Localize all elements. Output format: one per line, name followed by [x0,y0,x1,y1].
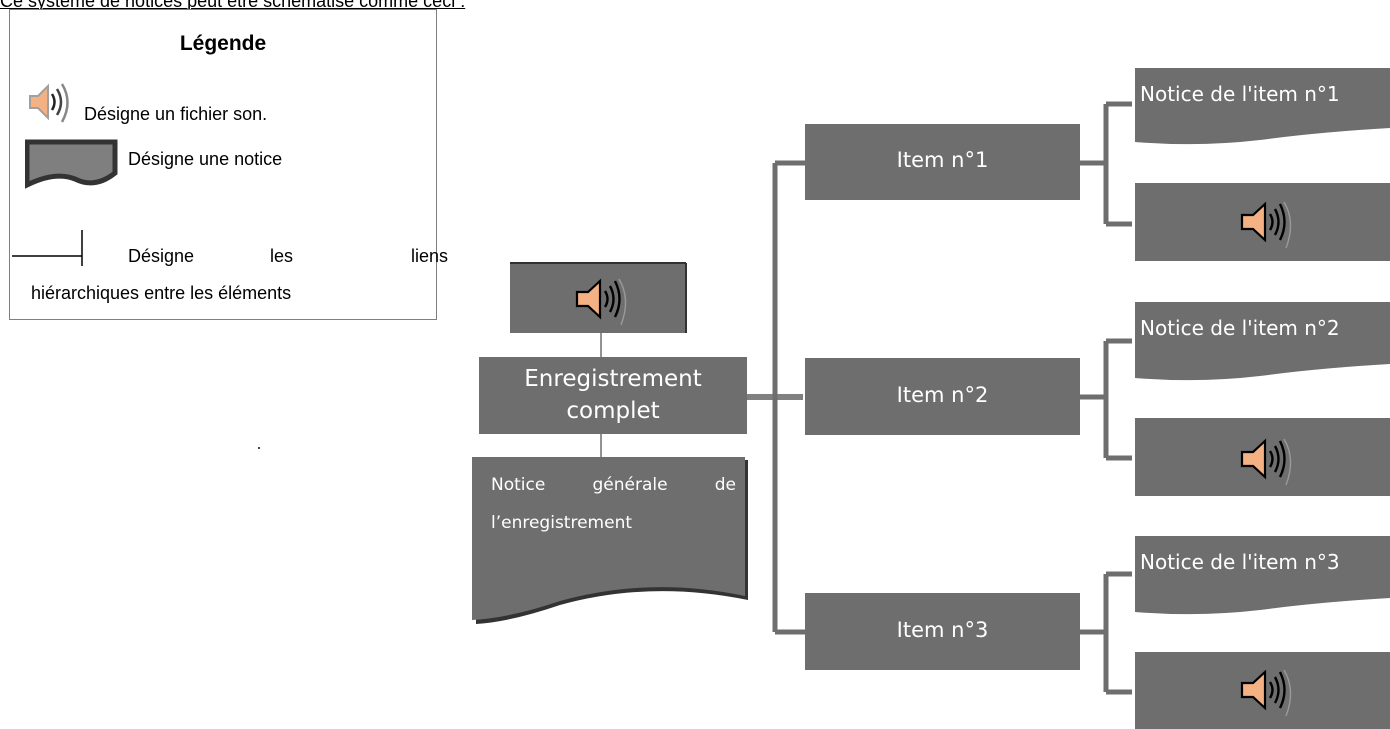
item-sound-box-1 [1135,183,1390,261]
legend-box: Légende Désigne un fichier son. Désigne … [9,9,448,320]
item-sound-box-3 [1135,652,1390,729]
item-box-3 [805,593,1080,670]
root-label-line1: Enregistrement [524,366,702,392]
item-label-3: Item n°3 [896,618,989,642]
item-notice-title-3: Notice de l'item n°3 [1140,550,1340,574]
general-notice-line2: l’enregistrement [491,513,633,533]
item-box-2 [805,358,1080,435]
item-label-1: Item n°1 [896,148,989,172]
legend-links-word-1: Désigne [128,246,195,266]
item-box-1 [805,124,1080,200]
general-notice-line1: Notice générale de [491,475,736,495]
general-notice-text: Notice générale de l’enregistrement [491,466,736,542]
root-node-label: Enregistrement complet [479,363,747,427]
item-notice-title-1: Notice de l'item n°1 [1140,82,1340,106]
intro-text: Ce système de notices peut être schémati… [0,0,466,11]
item-notice-shape-2 [1135,302,1390,381]
connector-lines [600,101,1132,695]
legend-sound-desc: Désigne un fichier son. [84,104,268,124]
root-node-box [479,357,747,434]
item-label-2: Item n°2 [896,383,989,407]
item-notice-shape-3 [1135,536,1390,615]
item-notice-title-2: Notice de l'item n°2 [1140,316,1340,340]
legend-links-desc-line2: hiérarchiques entre les éléments [31,283,292,303]
hierarchy-link-icon [12,230,83,266]
item-notice-shape-1 [1135,68,1390,145]
root-sound-box [510,262,687,333]
legend-links-word-3: liens [411,246,449,266]
stray-dot [258,447,260,449]
item-sound-box-2 [1135,418,1390,496]
general-notice-box [472,457,748,624]
speaker-icon [29,83,69,123]
legend-notice-desc: Désigne une notice [128,149,283,169]
legend-links-word-2: les [270,246,294,266]
legend-title: Légende [179,32,267,55]
notice-shape-icon [25,139,118,189]
root-label-line2: complet [566,398,660,424]
